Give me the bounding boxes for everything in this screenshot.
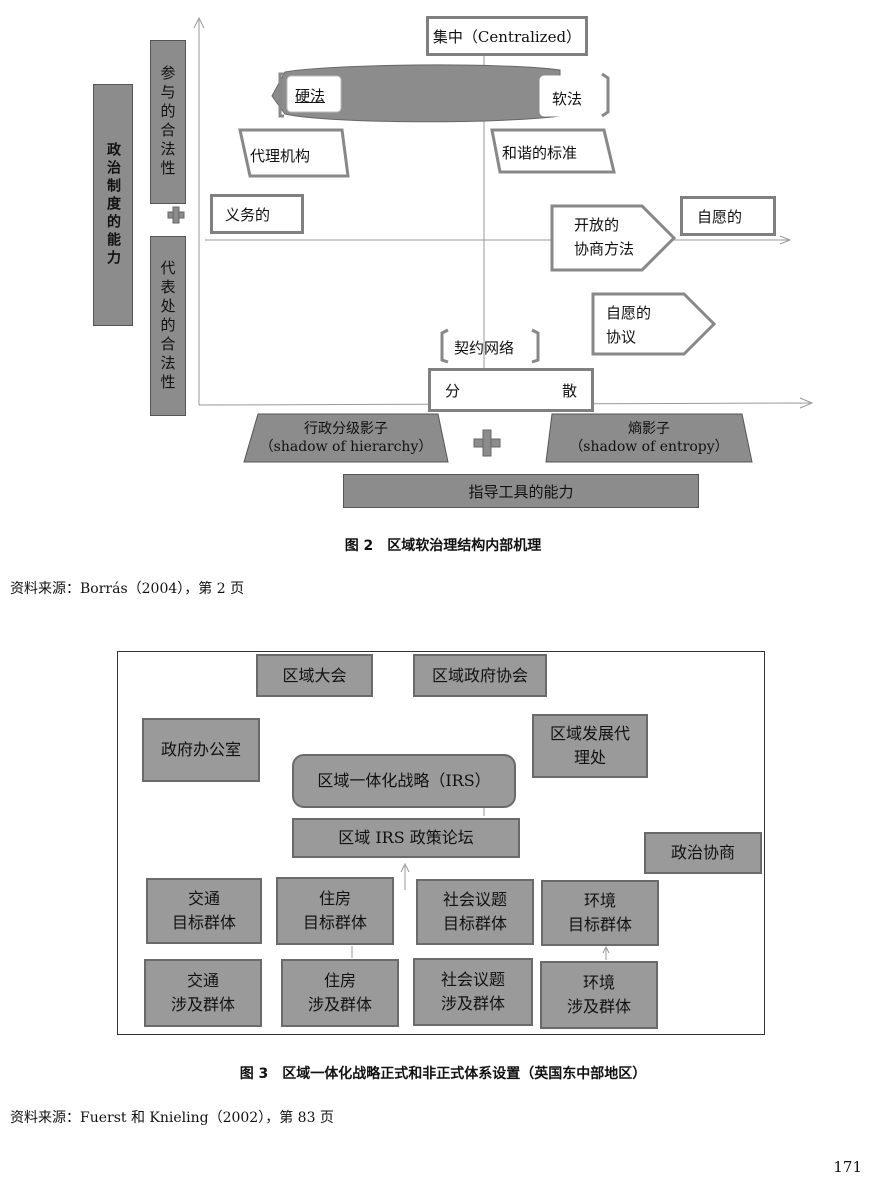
figure3-frame	[117, 651, 765, 1035]
political-consultation-box: 政治协商	[644, 832, 762, 874]
regional-dev-agency-box: 区域发展代 理处	[532, 714, 648, 778]
decentralized-box: 分 散	[428, 368, 594, 412]
left-top-label: 参与的合法性	[150, 40, 186, 204]
involved-group-transport: 交通 涉及群体	[144, 959, 262, 1027]
left-bottom-label: 代表处的合法性	[150, 236, 186, 416]
page-number: 171	[833, 1158, 862, 1176]
guiding-tools-box: 指导工具的能力	[343, 474, 699, 508]
obligatory-box: 义务的	[210, 194, 304, 234]
gov-office-box: 政府办公室	[142, 718, 260, 782]
plus-icon	[473, 429, 501, 457]
shadow-entropy-label: 熵影子 （shadow of entropy）	[569, 421, 729, 455]
soft-law-label: 软法	[552, 90, 583, 108]
target-group-housing: 住房 目标群体	[276, 877, 394, 945]
target-group-social: 社会议题 目标群体	[416, 879, 534, 945]
involved-group-environment: 环境 涉及群体	[540, 961, 658, 1029]
irs-forum-box: 区域 IRS 政策论坛	[292, 818, 520, 858]
regional-gov-association-box: 区域政府协会	[413, 654, 547, 697]
figure3-source: 资料来源：Fuerst 和 Knieling（2002），第 83 页	[10, 1110, 334, 1126]
regional-assembly-box: 区域大会	[256, 654, 373, 697]
agency-label: 代理机构	[250, 147, 311, 165]
target-group-environment: 环境 目标群体	[541, 880, 659, 946]
target-group-transport: 交通 目标群体	[146, 878, 262, 944]
plus-icon	[167, 206, 185, 224]
voluntary-box: 自愿的	[680, 196, 776, 236]
voluntary-agreement-label: 自愿的 协议	[606, 304, 652, 346]
figure3-caption: 图 3 区域一体化战略正式和非正式体系设置（英国东中部地区）	[239, 1066, 647, 1082]
involved-group-housing: 住房 涉及群体	[281, 959, 399, 1027]
hard-law-label: 硬法	[295, 87, 326, 105]
harmony-standard-label: 和谐的标准	[502, 144, 578, 162]
shadow-hierarchy-label: 行政分级影子 （shadow of hierarchy）	[259, 421, 433, 455]
figure2-caption: 图 2 区域软治理结构内部机理	[344, 538, 542, 554]
figure2-source: 资料来源：Borrás（2004），第 2 页	[10, 581, 245, 597]
contract-network-label: 契约网络	[454, 339, 515, 357]
irs-box: 区域一体化战略（IRS）	[292, 754, 516, 808]
open-method-label: 开放的 协商方法	[574, 216, 635, 258]
figure2-lines	[167, 16, 814, 463]
centralized-box: 集中（Centralized）	[426, 16, 588, 56]
involved-group-social: 社会议题 涉及群体	[413, 958, 533, 1026]
left-outer-label: 政治制度的能力	[93, 84, 133, 326]
